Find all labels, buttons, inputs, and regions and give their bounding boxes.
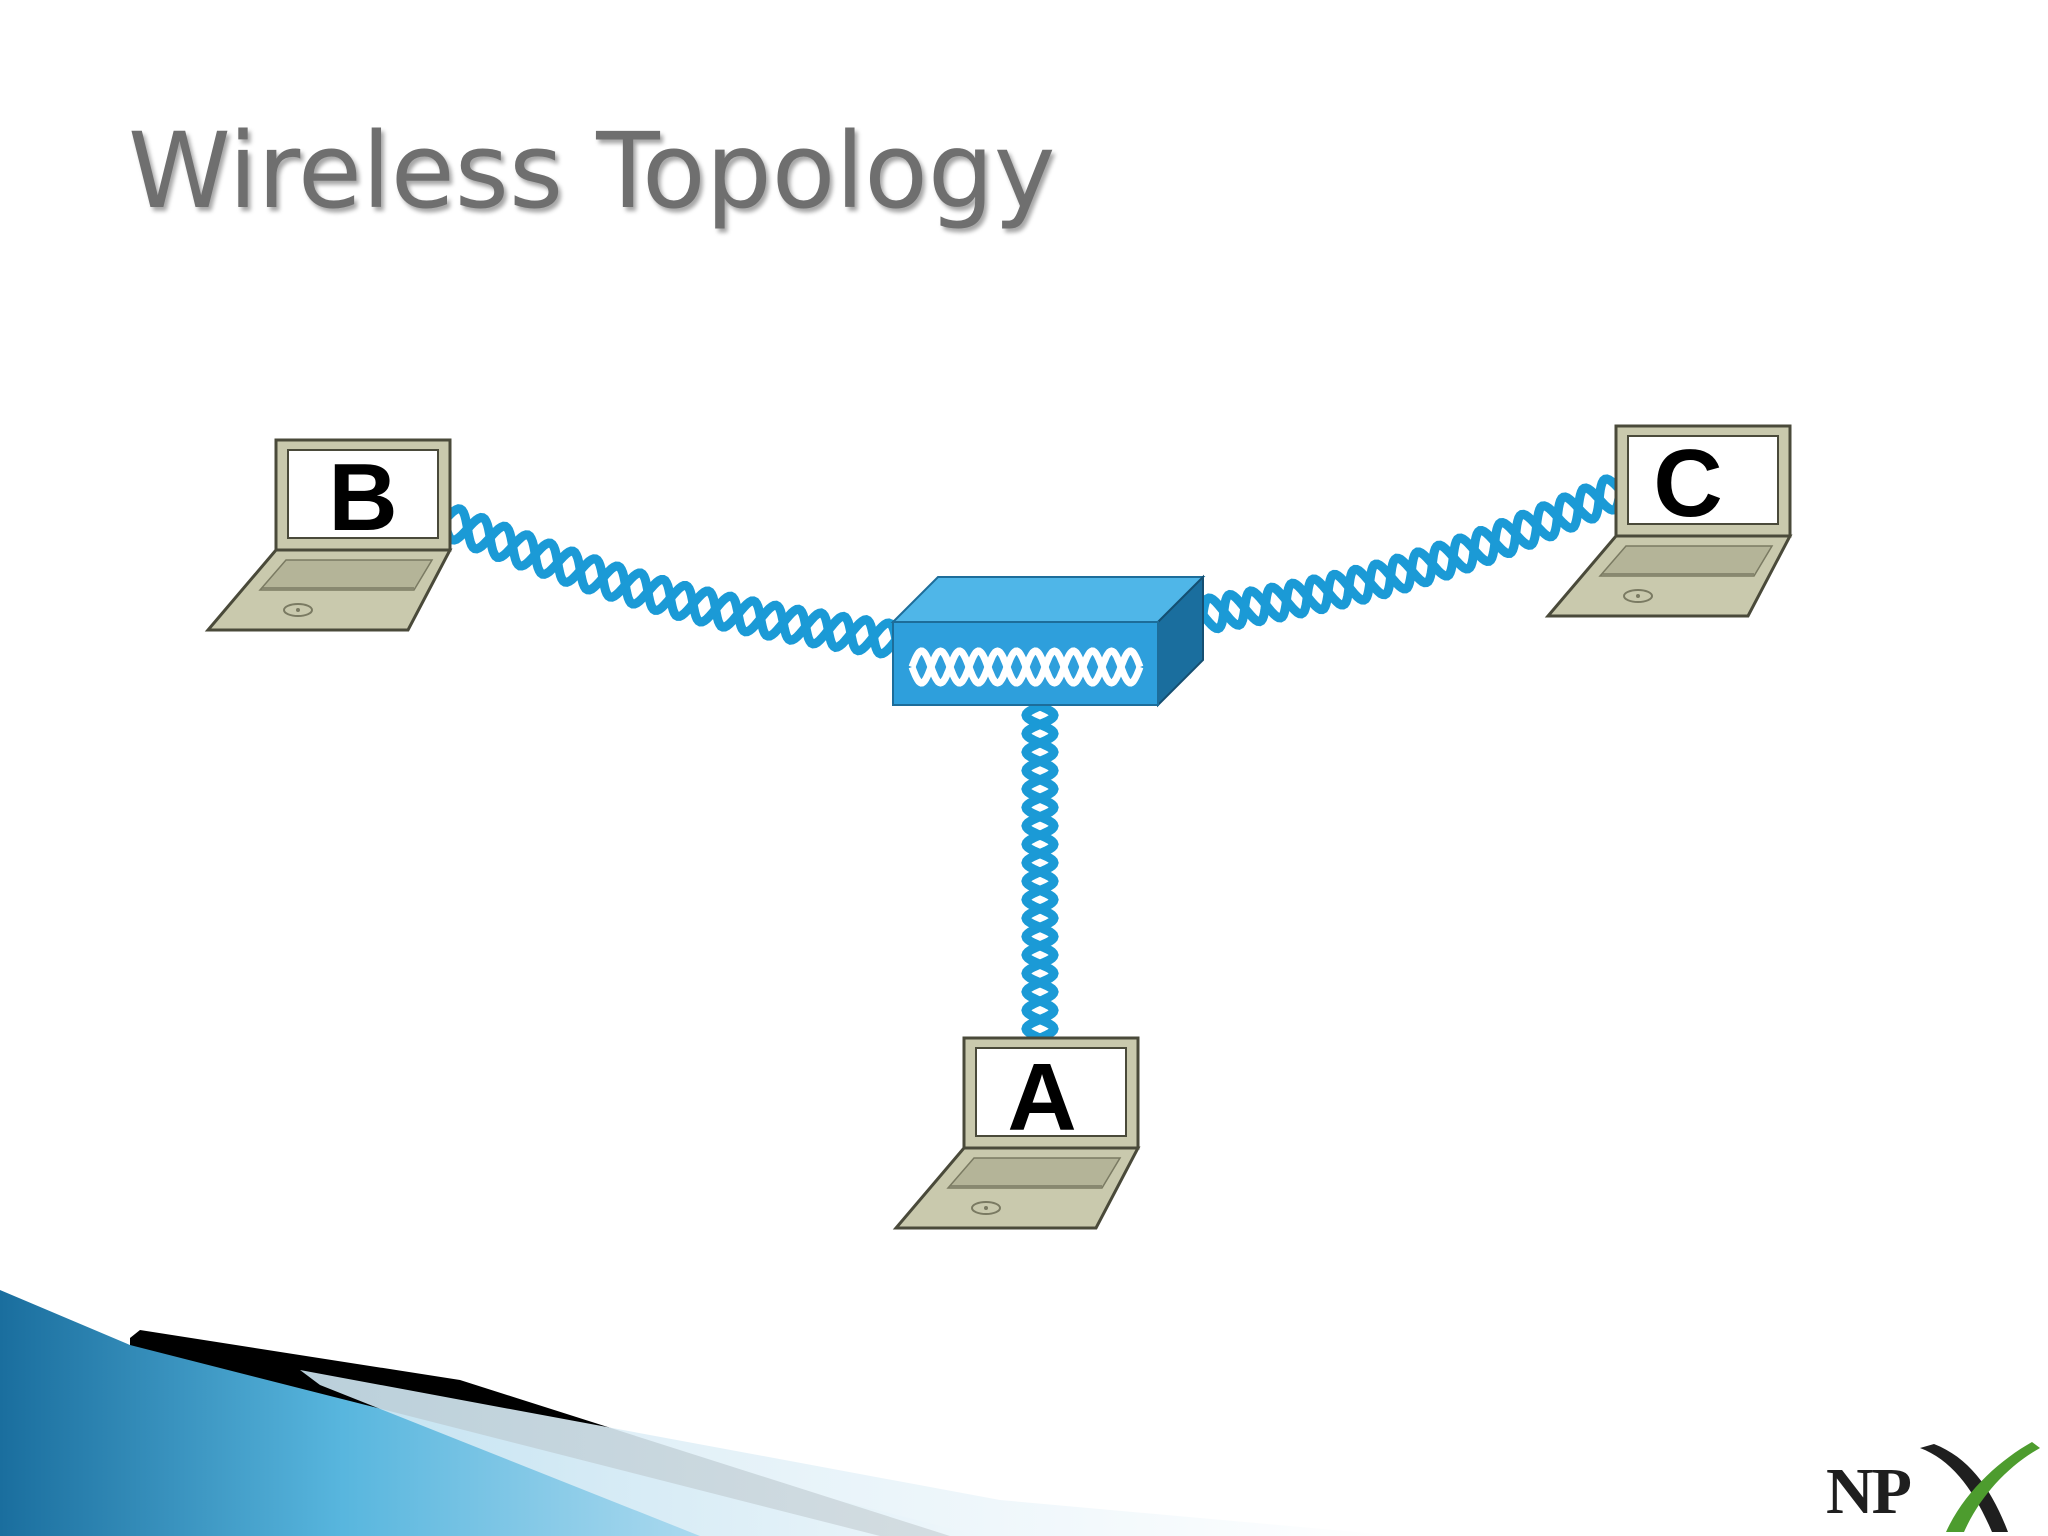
footer-banner xyxy=(0,1290,1400,1536)
wireless-link-a xyxy=(1021,701,1059,1043)
laptop-c-label: C xyxy=(1653,430,1722,537)
laptop-a-label: A xyxy=(1007,1044,1076,1151)
wireless-links xyxy=(440,474,1625,1043)
laptop-b-label: B xyxy=(328,444,397,551)
laptop-a: A xyxy=(892,1036,1141,1230)
laptop-c: C xyxy=(1544,424,1793,618)
wireless-link-b xyxy=(440,504,901,659)
wireless-link-c xyxy=(1198,474,1625,634)
slide-title: Wireless Topology xyxy=(128,110,1056,232)
access-point xyxy=(890,574,1206,708)
npx-logo-text: NP xyxy=(1826,1455,1912,1528)
x-swoosh-logo-icon xyxy=(1920,1442,2040,1532)
access-point-wave-icon xyxy=(908,647,1144,687)
laptop-b: B xyxy=(204,438,453,632)
